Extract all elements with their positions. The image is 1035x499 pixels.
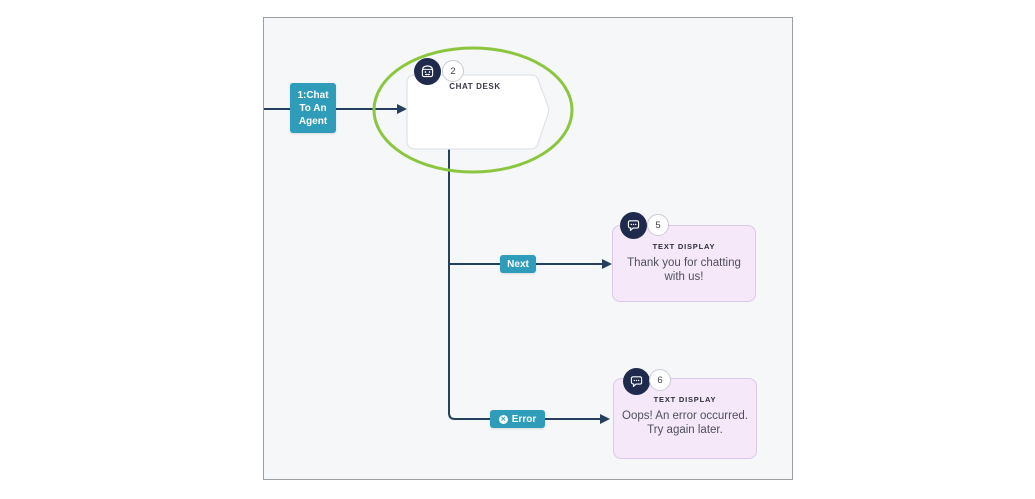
- text-node-type-label: TEXT DISPLAY: [653, 395, 717, 404]
- text-node-body-line: Oops! An error occurred.: [622, 410, 748, 422]
- agent-bot-icon: [414, 58, 441, 85]
- chat-desk-step-badge: 2: [442, 60, 464, 82]
- flow-canvas[interactable]: 1:Chat To An Agent CHAT DESK 2 Next ✕ Er…: [263, 17, 793, 480]
- connector-chatdesk-to-error: [448, 149, 601, 420]
- text-node-type-label: TEXT DISPLAY: [652, 242, 716, 251]
- branch-label-next[interactable]: Next: [500, 255, 536, 273]
- start-node-line: To An: [299, 102, 327, 114]
- branch-label-error[interactable]: ✕ Error: [490, 410, 545, 428]
- connector-layer: [264, 46, 612, 424]
- text-node-body-line: with us!: [664, 271, 704, 283]
- text-node-step-badge: 6: [649, 369, 671, 391]
- error-circle-icon: ✕: [498, 414, 508, 424]
- text-node-step-badge: 5: [647, 214, 669, 236]
- start-node-line: Agent: [298, 115, 328, 127]
- highlight-ellipse: [372, 46, 574, 174]
- text-display-node-error[interactable]: TEXT DISPLAY Oops! An error occurred. Tr…: [613, 378, 757, 459]
- branch-error-text: Error: [511, 413, 537, 425]
- start-node-line: 1:Chat: [297, 89, 329, 101]
- chat-bubble-icon: [620, 212, 647, 239]
- text-node-body-line: Thank you for chatting: [627, 257, 741, 269]
- chat-desk-node-shape[interactable]: [406, 74, 550, 150]
- text-display-node-next[interactable]: TEXT DISPLAY Thank you for chatting with…: [612, 225, 756, 302]
- arrowhead-next: [602, 259, 612, 269]
- text-node-body-line: Try again later.: [647, 424, 723, 436]
- branch-next-text: Next: [507, 258, 529, 270]
- chat-bubble-icon: [623, 368, 650, 395]
- start-node-chat-to-agent[interactable]: 1:Chat To An Agent: [290, 83, 336, 133]
- arrowhead-chatdesk: [397, 104, 407, 114]
- chat-desk-node-title: CHAT DESK: [449, 82, 501, 91]
- arrowhead-error: [600, 414, 610, 424]
